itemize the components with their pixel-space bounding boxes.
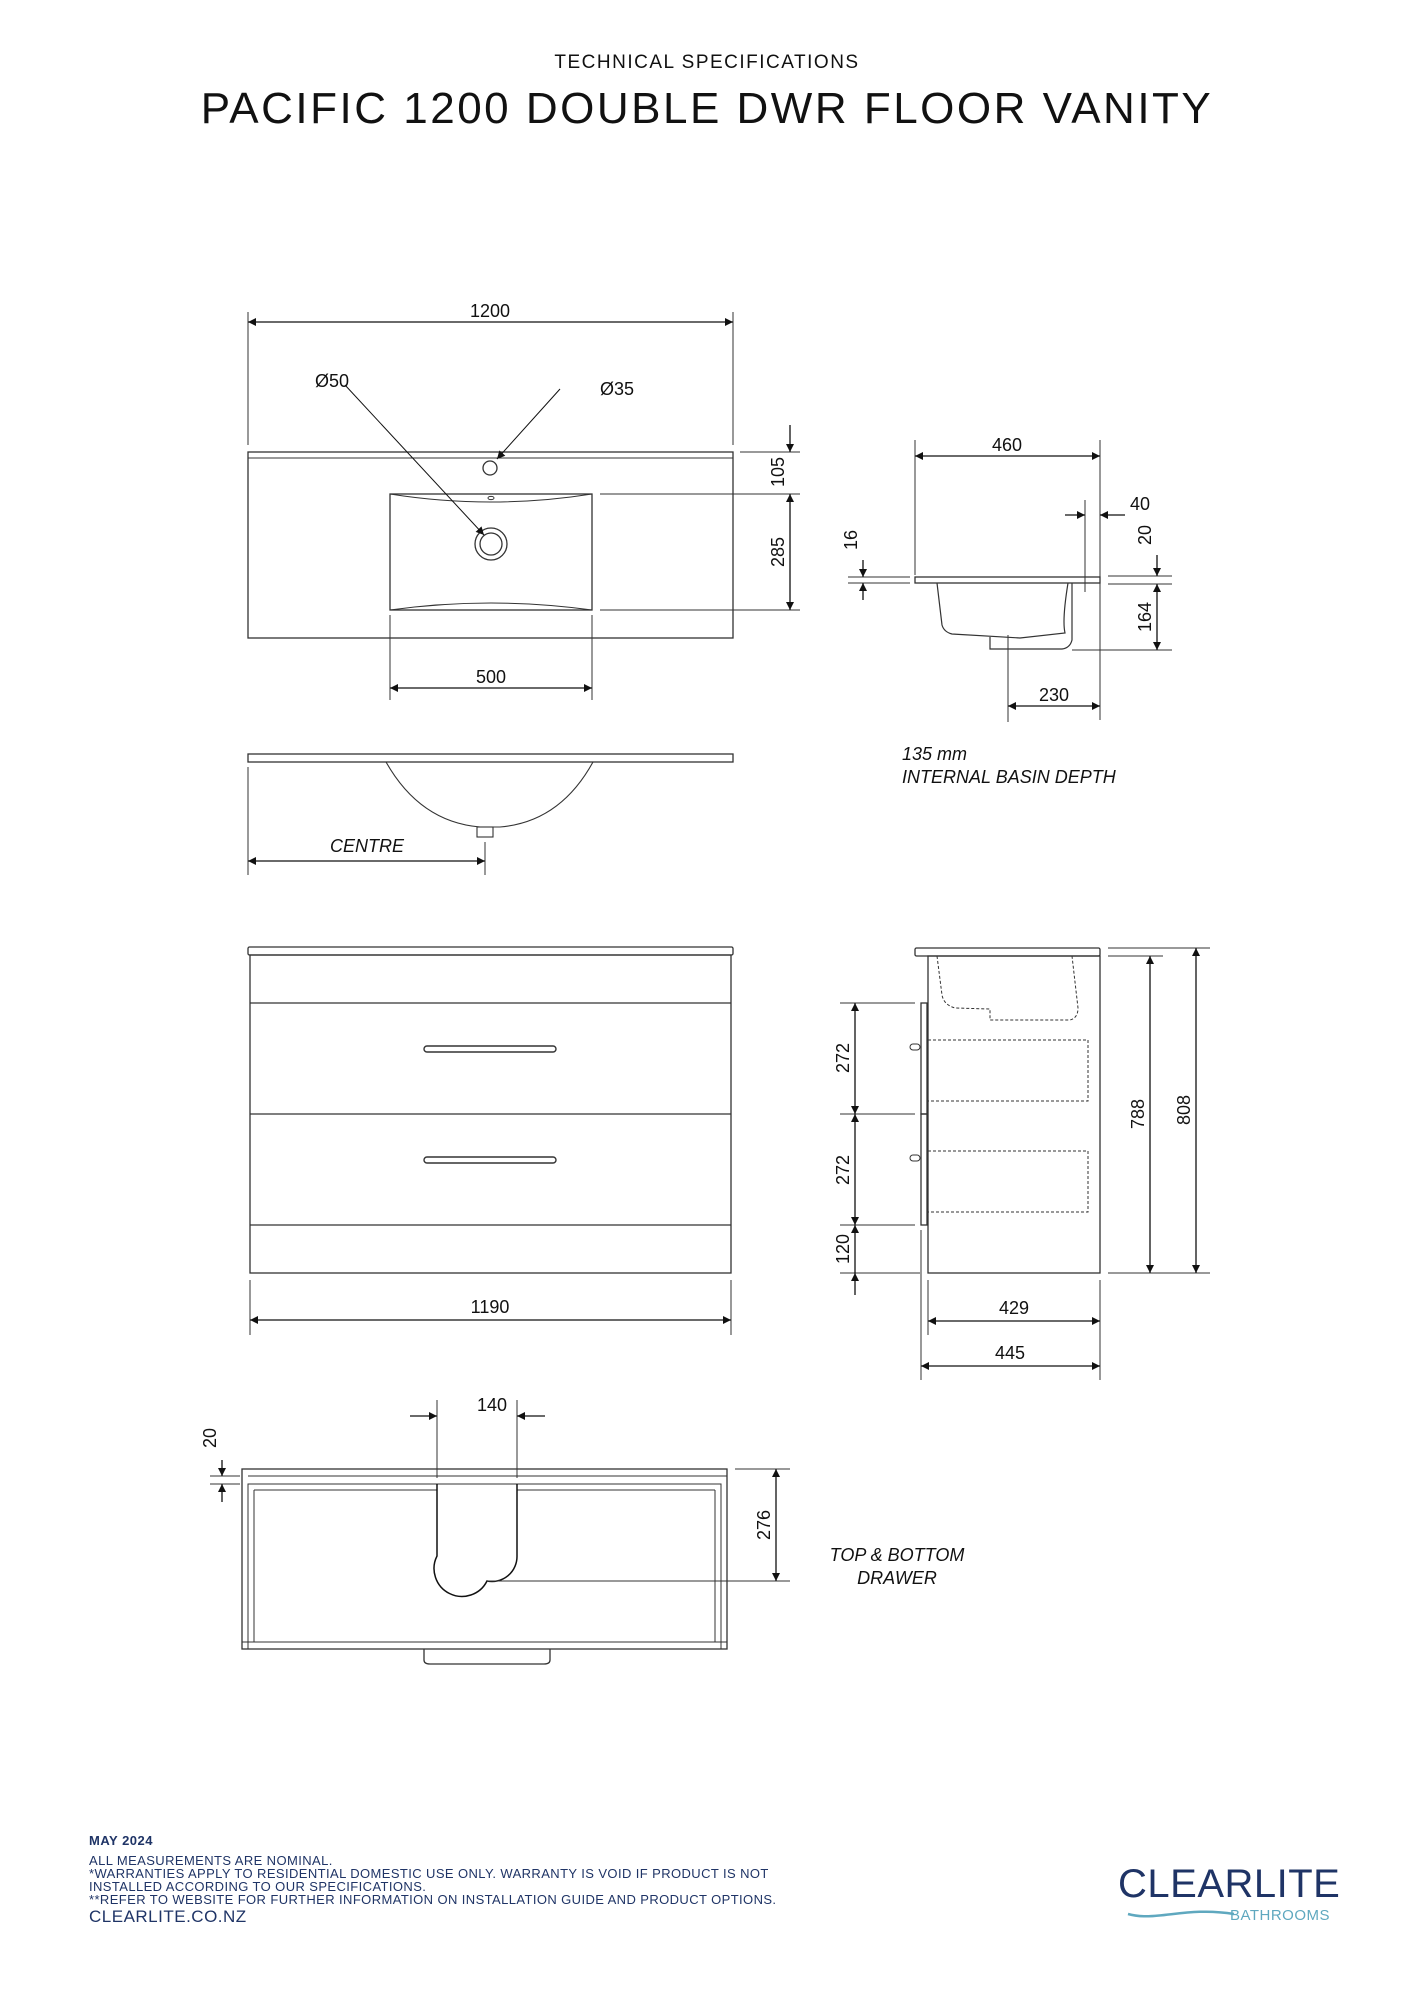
wave-icon [1127, 1910, 1235, 1918]
top-view-plan [247, 312, 800, 700]
dim-top-depth: 460 [992, 435, 1022, 455]
dim-drawer-2-height: 272 [833, 1155, 853, 1185]
dim-top-thickness: 16 [841, 530, 861, 550]
logo-sub-text: BATHROOMS [1229, 1907, 1330, 1924]
dim-tap-hole-diameter: Ø35 [600, 379, 634, 399]
internal-basin-depth-value: 135 mm [902, 744, 967, 764]
basin-front-section [247, 753, 734, 875]
dim-back-to-basin: 105 [768, 457, 788, 487]
footer-website-link[interactable]: CLEARLITE.CO.NZ [89, 1907, 247, 1926]
dim-upstand: 20 [1135, 525, 1155, 545]
dim-bowl-height: 164 [1135, 602, 1155, 632]
dim-drawer-side-thickness: 20 [200, 1428, 220, 1448]
dim-overall-height: 808 [1174, 1095, 1194, 1125]
basin-side-section [848, 440, 1172, 722]
dim-cabinet-width: 1190 [471, 1297, 510, 1317]
dim-overall-depth: 445 [995, 1343, 1025, 1363]
document-subtitle: TECHNICAL SPECIFICATIONS [554, 52, 860, 73]
dim-waste-diameter: Ø50 [315, 371, 349, 391]
dim-carcass-height: 788 [1128, 1099, 1148, 1129]
drawer-label-line2: DRAWER [857, 1568, 937, 1588]
footer-note-1: ALL MEASUREMENTS ARE NOMINAL. [89, 1853, 333, 1868]
dim-carcass-depth: 429 [999, 1298, 1029, 1318]
drawer-2-handle [423, 1156, 557, 1164]
dim-basin-depth: 285 [768, 537, 788, 567]
footer-note-4: **REFER TO WEBSITE FOR FURTHER INFORMATI… [89, 1892, 777, 1907]
dim-drawer-1-height: 272 [833, 1043, 853, 1073]
document-title: PACIFIC 1200 DOUBLE DWR FLOOR VANITY [200, 84, 1214, 133]
footer-note-3: INSTALLED ACCORDING TO OUR SPECIFICATION… [89, 1879, 427, 1894]
dim-cutout-depth: 276 [754, 1510, 774, 1540]
footer-note-2: *WARRANTIES APPLY TO RESIDENTIAL DOMESTI… [89, 1866, 769, 1881]
dim-rear-offset: 40 [1130, 494, 1150, 514]
dim-cutout-width: 140 [477, 1395, 507, 1415]
dim-overall-width: 1200 [470, 301, 510, 321]
drawer-label-line1: TOP & BOTTOM [830, 1545, 965, 1565]
drawer-1-handle [423, 1045, 557, 1053]
dim-basin-width: 500 [476, 667, 506, 687]
dim-plinth-height: 120 [833, 1234, 853, 1264]
clearlite-logo: CLEARLITE BATHROOMS [1118, 1862, 1341, 1932]
drawer-plan [210, 1400, 790, 1665]
front-elevation [247, 946, 734, 1335]
internal-basin-depth-label: INTERNAL BASIN DEPTH [902, 767, 1117, 787]
footer-notes: MAY 2024 ALL MEASUREMENTS ARE NOMINAL. *… [89, 1833, 776, 1927]
dim-waste-from-back: 230 [1039, 685, 1069, 705]
centre-label: CENTRE [330, 836, 405, 856]
footer-date: MAY 2024 [89, 1833, 153, 1848]
logo-brand-text: CLEARLITE [1118, 1862, 1341, 1906]
side-elevation [840, 947, 1210, 1380]
